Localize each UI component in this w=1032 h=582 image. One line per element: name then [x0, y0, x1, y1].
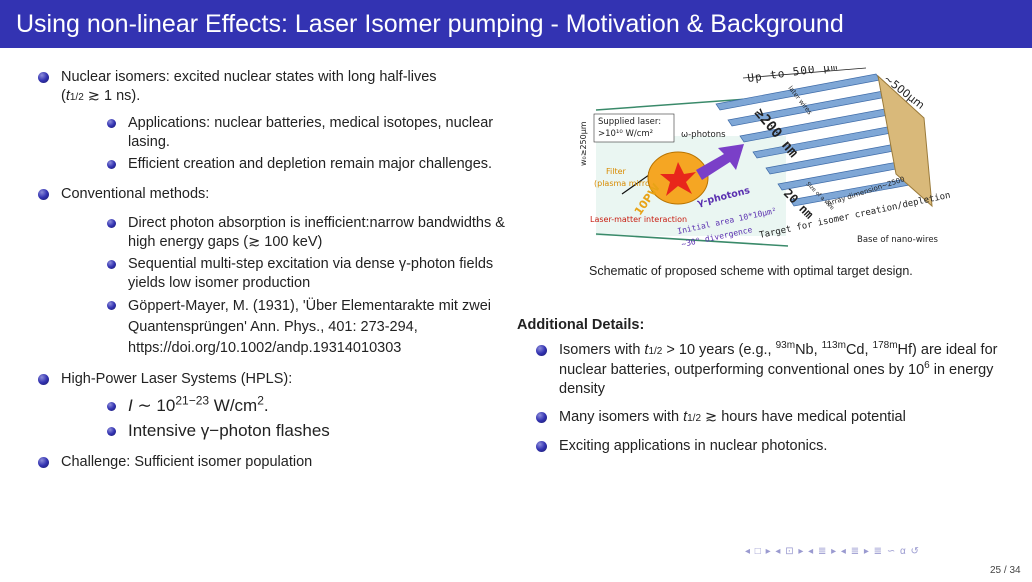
bullet-ball-icon — [107, 402, 116, 411]
beamer-navigation[interactable]: ◂ □ ▸ ◂ ⊡ ▸ ◂ ≣ ▸ ◂ ≣ ▸ ≣ ∽ α ↺ — [745, 546, 920, 557]
explosion-icon — [660, 162, 696, 196]
sub-bullet-intensity: I ∼ 1021−23 W/cm2. — [107, 394, 518, 417]
left-column: Nuclear isomers: excited nuclear states … — [38, 68, 518, 483]
bullet-ball-icon — [107, 119, 116, 128]
figure-caption: Schematic of proposed scheme with optima… — [589, 264, 913, 278]
nano-wire-base-icon — [877, 74, 933, 208]
label-filter: Filter — [606, 167, 627, 176]
label-omega-photons: ω-photons — [681, 130, 726, 140]
sub-bullet: Direct photon absorption is inefficient:… — [107, 214, 518, 252]
label-supplied: Supplied laser: — [598, 117, 661, 127]
sub-bullet: Efficient creation and depletion remain … — [107, 155, 518, 174]
label-laser-matter: Laser-matter interaction — [590, 215, 687, 224]
label-up-to: Up to 500 μm — [747, 66, 839, 85]
sublist: I ∼ 1021−23 W/cm2. Intensive γ−photon fl… — [61, 394, 518, 442]
sublist: Direct photon absorption is inefficient:… — [61, 214, 518, 359]
sub-bullet-flashes: Intensive γ−photon flashes — [107, 420, 518, 442]
bullet-ball-icon — [38, 457, 49, 468]
page-number: 25 / 34 — [990, 565, 1021, 576]
bullet-hpls: High-Power Laser Systems (HPLS): I ∼ 102… — [38, 370, 518, 442]
bullet-ball-icon — [38, 189, 49, 200]
title-bar: Using non-linear Effects: Laser Isomer p… — [0, 0, 1032, 48]
label-w0: w₀≥250μm — [579, 121, 588, 166]
bullet-ball-icon — [107, 160, 116, 169]
bullet-conventional-methods: Conventional methods: Direct photon abso… — [38, 185, 518, 359]
dimension-line-icon — [742, 67, 867, 79]
bullet-ball-icon — [107, 427, 116, 436]
sublist: Applications: nuclear batteries, medical… — [61, 114, 518, 174]
detail-item-batteries: Isomers with t1/2 > 10 years (e.g., 93mN… — [536, 341, 1006, 399]
supplied-laser-box — [593, 113, 675, 143]
bullet-text: Nuclear isomers: excited nuclear states … — [61, 69, 437, 104]
schematic-figure: Up to 500 μm ~500μm w₀≥250μm Supplied la… — [579, 66, 950, 249]
label-base: Base of nano-wires — [857, 235, 939, 245]
bullet-challenge: Challenge: Sufficient isomer population — [38, 453, 518, 472]
bullet-ball-icon — [536, 412, 547, 423]
bullet-ball-icon — [107, 219, 116, 228]
bullet-ball-icon — [536, 345, 547, 356]
sub-bullet: Sequential multi-step excitation via den… — [107, 255, 518, 293]
bullet-ball-icon — [107, 260, 116, 269]
slide-title: Using non-linear Effects: Laser Isomer p… — [16, 10, 844, 38]
bullet-ball-icon — [107, 301, 116, 310]
bullet-nuclear-isomers: Nuclear isomers: excited nuclear states … — [38, 68, 518, 174]
beam-line-icon — [595, 233, 789, 247]
label-plasma-mirror: (plasma mirror) — [594, 179, 656, 188]
bullet-ball-icon — [38, 72, 49, 83]
bullet-ball-icon — [38, 374, 49, 385]
bullet-ball-icon — [536, 441, 547, 452]
sub-bullet-reference: Göppert-Mayer, M. (1931), 'Über Elementa… — [107, 296, 518, 359]
detail-item-medical: Many isomers with t1/2 ≳ hours have medi… — [536, 408, 1006, 428]
gamma-arrow-icon — [696, 144, 744, 180]
right-column: Isomers with t1/2 > 10 years (e.g., 93mN… — [536, 341, 1006, 465]
detail-item-photonics: Exciting applications in nuclear photoni… — [536, 437, 1006, 456]
sub-bullet: Applications: nuclear batteries, medical… — [107, 114, 518, 152]
additional-details-heading: Additional Details: — [517, 317, 645, 333]
label-intensity: >10¹⁰ W/cm² — [598, 129, 653, 139]
